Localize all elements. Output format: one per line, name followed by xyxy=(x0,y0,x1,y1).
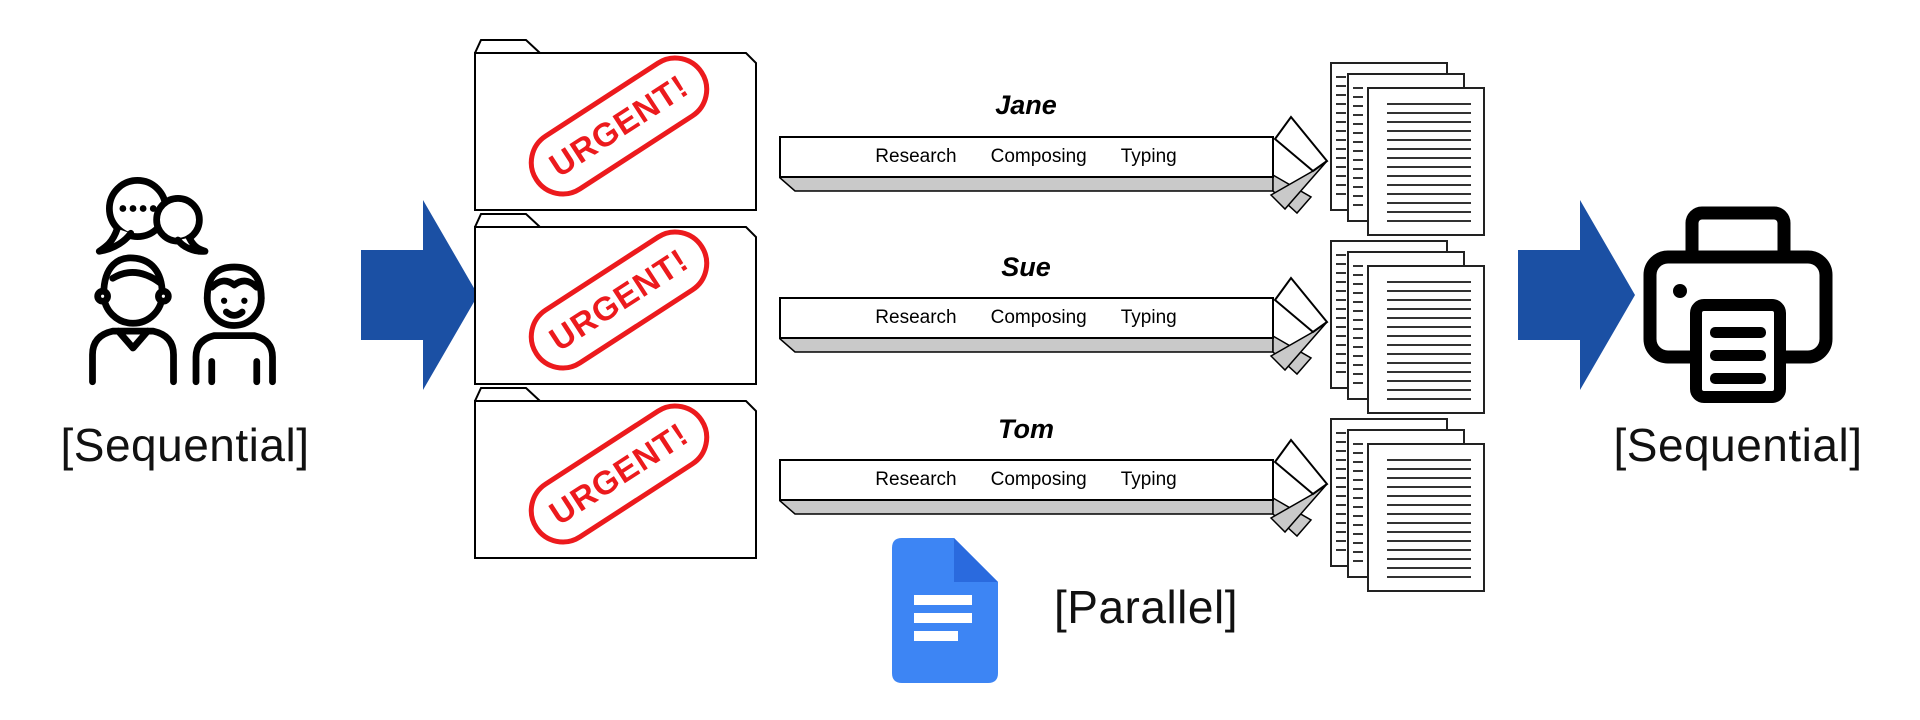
page xyxy=(1367,443,1485,592)
task-ribbon-arrow-icon xyxy=(779,115,1329,215)
stage-strip: Research Composing Typing xyxy=(779,298,1273,338)
folder-icon xyxy=(474,213,757,385)
printer-icon xyxy=(1643,206,1833,403)
folder-icon xyxy=(474,39,757,211)
document-stack-icon xyxy=(1330,240,1490,418)
stage-label: Typing xyxy=(1120,469,1177,490)
worker-name-sue: Sue xyxy=(1001,252,1051,282)
stage-label: Research xyxy=(875,146,957,167)
urgent-folder: URGENT! xyxy=(474,38,757,212)
task-ribbon-arrow-icon xyxy=(779,438,1329,538)
left-sequential-caption: [Sequential] xyxy=(60,419,310,471)
document-stack-icon xyxy=(1330,62,1490,240)
stage-label: Typing xyxy=(1120,146,1177,167)
stage-label: Composing xyxy=(990,307,1087,328)
task-ribbon-arrow-icon xyxy=(779,276,1329,376)
blue-right-arrow-icon xyxy=(1518,200,1635,390)
urgent-folder: URGENT! xyxy=(474,212,757,386)
worker-name-tom: Tom xyxy=(998,414,1054,444)
stage-label: Research xyxy=(875,307,957,328)
worker-name-jane: Jane xyxy=(995,90,1057,120)
urgent-folder: URGENT! xyxy=(474,386,757,560)
blue-right-arrow-icon xyxy=(361,200,478,390)
parallel-caption: [Parallel] xyxy=(1054,581,1238,633)
stage-label: Typing xyxy=(1120,307,1177,328)
people-conversation-icon xyxy=(89,177,276,386)
stage-label: Research xyxy=(875,469,957,490)
page xyxy=(1367,87,1485,236)
stage-label: Composing xyxy=(990,469,1087,490)
document-stack-icon xyxy=(1330,418,1490,596)
right-sequential-caption: [Sequential] xyxy=(1613,419,1863,471)
stage-strip: Research Composing Typing xyxy=(779,460,1273,500)
page xyxy=(1367,265,1485,414)
stage-label: Composing xyxy=(990,146,1087,167)
stage-strip: Research Composing Typing xyxy=(779,137,1273,177)
google-docs-icon xyxy=(892,538,998,683)
folder-icon xyxy=(474,387,757,559)
